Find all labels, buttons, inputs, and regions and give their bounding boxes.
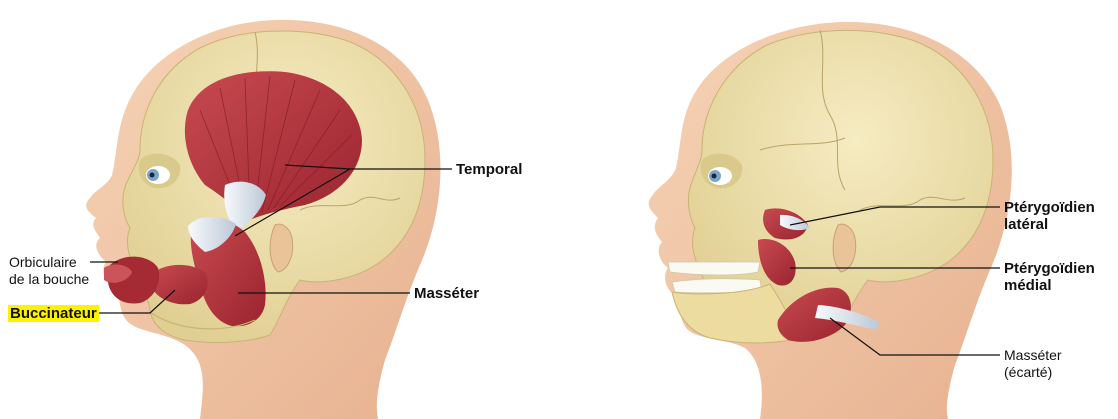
- orbicularis-label-line2: de la bouche: [9, 271, 89, 288]
- masseter-reflected-label-line2: (écarté): [1004, 364, 1052, 381]
- buccinator-label: Buccinateur: [8, 305, 99, 322]
- medial-pterygoid-label-line2: médial: [1004, 277, 1052, 294]
- upper-teeth: [668, 262, 760, 275]
- orbicularis-label-line1: Orbiculaire: [9, 254, 77, 271]
- right-head-figure: [649, 22, 1012, 419]
- temporal-label: Temporal: [456, 161, 522, 178]
- medial-pterygoid-label-line1: Ptérygoïdien: [1004, 260, 1095, 277]
- masseter-reflected-label-line1: Masséter: [1004, 347, 1062, 364]
- masseter-label: Masséter: [414, 285, 479, 302]
- lateral-pterygoid-label-line2: latéral: [1004, 216, 1048, 233]
- lateral-pterygoid-label-line1: Ptérygoïdien: [1004, 199, 1095, 216]
